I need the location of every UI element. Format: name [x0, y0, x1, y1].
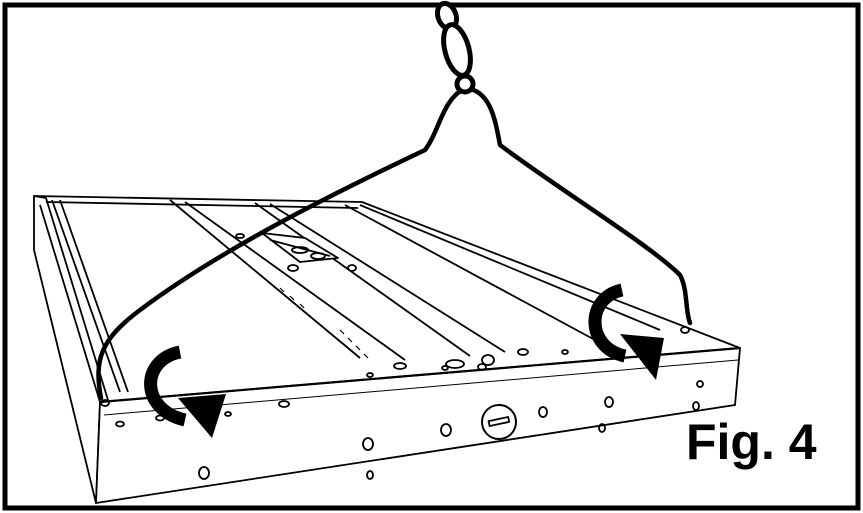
- knockout: [481, 404, 517, 440]
- chain: [434, 0, 476, 95]
- top-edge-holes: [100, 326, 690, 407]
- curved-arrow-counterclockwise-icon: [588, 283, 664, 380]
- driver-box: [235, 232, 357, 272]
- channel-ticks: [279, 287, 369, 359]
- hook-hanger: [96, 85, 693, 401]
- chain-link-bottom: [454, 73, 476, 95]
- hanger-wire: [96, 85, 693, 401]
- figure-label: Fig. 4: [686, 414, 817, 470]
- curved-arrow-clockwise-icon: [144, 345, 226, 438]
